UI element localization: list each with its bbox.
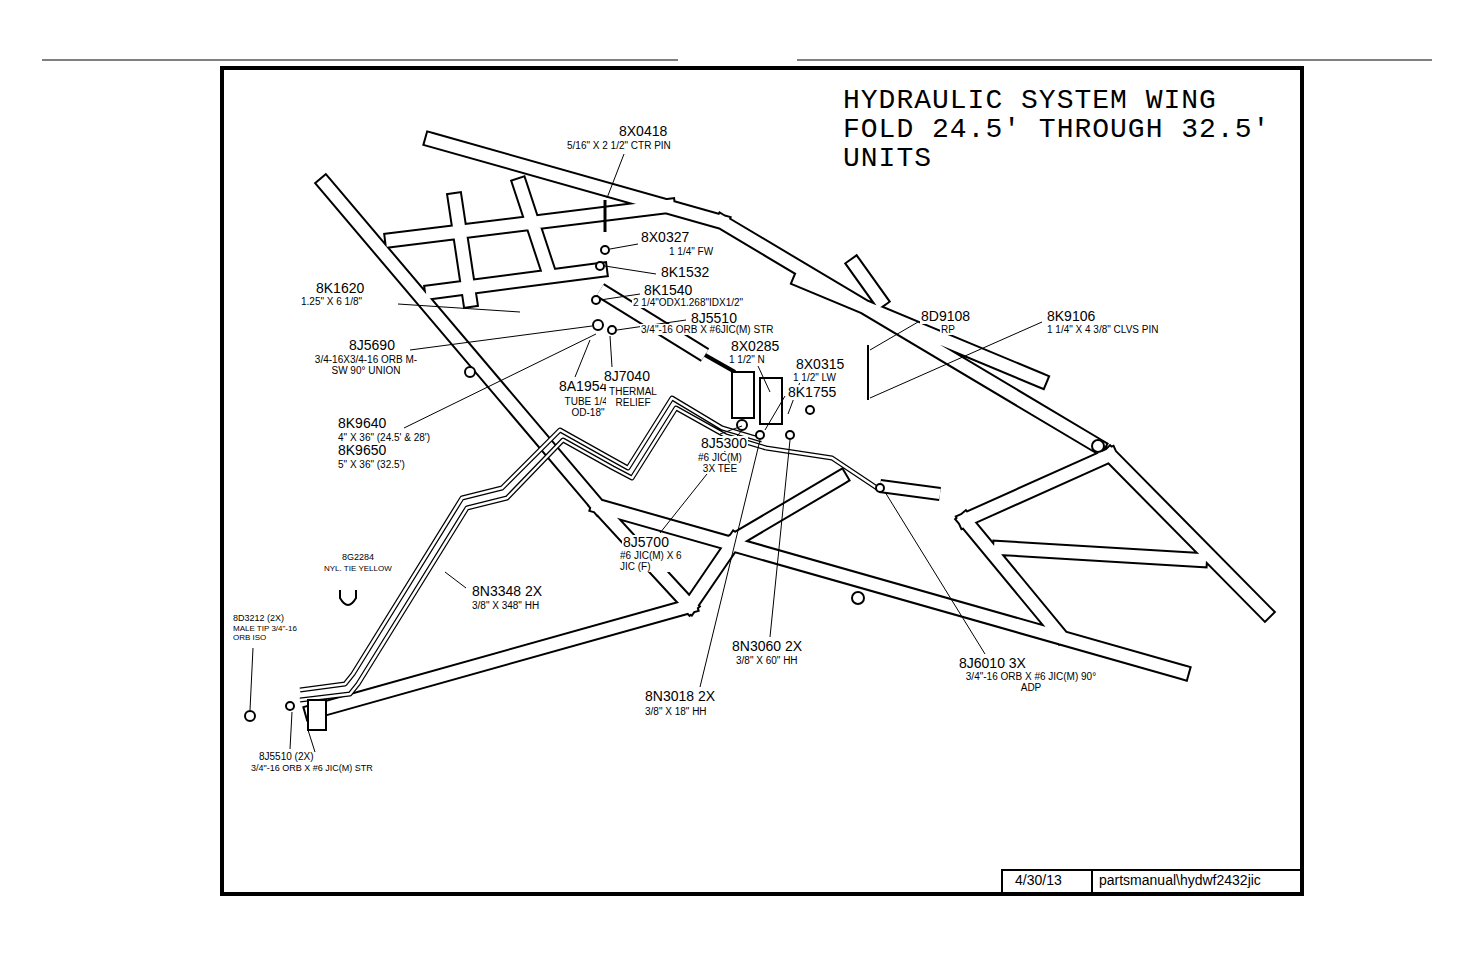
part-number: 8K1532 — [660, 265, 710, 280]
part-number: 8J6010 3X — [958, 656, 1027, 671]
part-number: 8N3348 2X — [471, 584, 543, 599]
part-number: 8X0285 — [730, 339, 780, 354]
part-description: NYL. TIE YELLOW — [323, 565, 393, 574]
part-description: #6 JIC(M) X 6 JIC (F) — [619, 550, 689, 572]
part-description: 3/4"-16 ORB X #6 JIC(M) STR — [250, 764, 374, 774]
part-number: 8J5300 — [700, 436, 748, 451]
part-description: 3/8" X 18" HH — [644, 706, 708, 717]
part-number: 8G2284 — [341, 553, 375, 563]
part-description: 3/4"-16 ORB X #6JIC(M) STR — [640, 324, 774, 335]
part-description: 2 1/4"ODX1.268"IDX1/2" — [632, 297, 744, 308]
file-path-cell: partsmanual\hydwf2432jic — [1098, 873, 1262, 888]
part-number: 8J5510 (2X) — [258, 751, 314, 762]
part-number: 8A1954 — [558, 379, 608, 394]
drawing-title: HYDRAULIC SYSTEM WING FOLD 24.5' THROUGH… — [843, 86, 1295, 173]
part-description: 1 1/4" FW — [668, 246, 714, 257]
part-description: 4" X 36" (24.5' & 28') — [337, 432, 431, 443]
part-number: 8K9650 — [337, 443, 387, 458]
part-description: 3/4"-16 ORB X #6 JIC(M) 90° ADP — [955, 671, 1107, 693]
part-number: 8D9108 — [920, 309, 971, 324]
part-description: 5" X 36" (32.5') — [337, 459, 406, 470]
part-description: 3/8" X 60" HH — [735, 655, 799, 666]
part-description: 1 1/4" X 4 3/8" CLVS PIN — [1046, 324, 1159, 335]
part-description: THERMAL RELIEF — [606, 386, 660, 408]
part-number: 8X0315 — [795, 357, 845, 372]
part-description: MALE TIP 3/4"-16 ORB ISO — [232, 625, 304, 643]
part-description: 5/16" X 2 1/2" CTR PIN — [566, 140, 672, 151]
part-number: 8N3060 2X — [731, 639, 803, 654]
date-cell: 4/30/13 — [1014, 873, 1063, 888]
part-description: 1 1/2" N — [728, 354, 766, 365]
part-number: 8K9106 — [1046, 309, 1096, 324]
part-description: RP — [940, 324, 956, 335]
part-description: 1.25" X 6 1/8" — [300, 296, 363, 307]
part-description: #6 JIC(M) 3X TEE — [690, 452, 750, 474]
part-description: 1 1/2" LW — [792, 372, 837, 383]
part-number: 8N3018 2X — [644, 689, 716, 704]
part-number: 8J5700 — [622, 535, 670, 550]
part-number: 8J7040 — [603, 369, 651, 384]
part-description: 3/8" X 348" HH — [471, 600, 540, 611]
part-number: 8K1755 — [787, 385, 837, 400]
part-number: 8X0327 — [640, 230, 690, 245]
part-number: 8X0418 — [618, 124, 668, 139]
part-number: 8J5690 — [348, 338, 396, 353]
part-number: 8D3212 (2X) — [232, 614, 285, 624]
part-number: 8K1620 — [315, 281, 365, 296]
part-description: 3/4-16X3/4-16 ORB M-SW 90° UNION — [306, 354, 426, 376]
part-number: 8K9640 — [337, 416, 387, 431]
